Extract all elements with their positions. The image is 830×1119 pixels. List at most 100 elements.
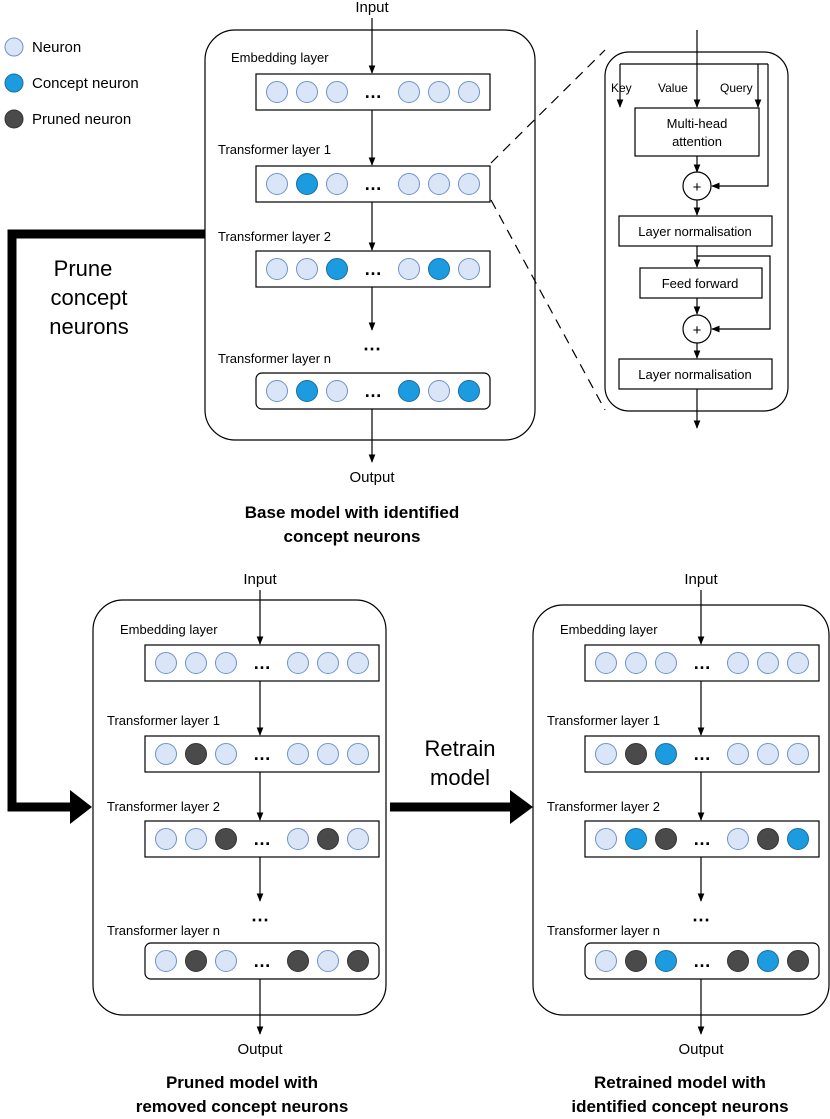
pruned-output-label: Output	[237, 1041, 283, 1058]
pruned-neuron-0-r0	[287, 652, 309, 674]
retrained-neuron-0-l2	[655, 652, 677, 674]
base-neuron-3-r1	[428, 380, 450, 402]
pruned-neuron-1-l2	[215, 743, 237, 765]
retrained-neuron-2-l0	[595, 828, 617, 850]
base-caption-line-0: Base model with identified	[245, 503, 459, 522]
base-neuron-3-l1	[296, 380, 318, 402]
base-ellipsis-2: …	[364, 259, 382, 279]
pruned-vdots: ⋯	[251, 910, 269, 930]
pruned-layer-box-3	[144, 942, 380, 980]
feed-forward-label: Feed forward	[662, 276, 739, 291]
detail-query-label: Query	[720, 81, 753, 95]
pruned-layer-label-0: Embedding layer	[120, 622, 218, 637]
retrained-neuron-0-r2	[787, 652, 809, 674]
pruned-neuron-3-r1	[317, 950, 339, 972]
add-node-2-symbol: +	[693, 322, 702, 339]
pruned-neuron-3-l1	[185, 950, 207, 972]
retrained-neuron-2-r1	[757, 828, 779, 850]
base-caption-line-1: concept neurons	[284, 527, 421, 546]
legend-concept-swatch	[4, 73, 24, 93]
pruned-neuron-2-l0	[155, 828, 177, 850]
retrained-caption-line-0: Retrained model with	[594, 1073, 766, 1092]
retrain-arrow: Retrain model	[390, 736, 533, 824]
retrained-neuron-1-l1	[625, 743, 647, 765]
base-neuron-0-l2	[326, 81, 348, 103]
legend-concept-label: Concept neuron	[32, 75, 139, 92]
zoom-lines	[490, 49, 606, 411]
pruned-neuron-2-r2	[347, 828, 369, 850]
base-neuron-1-l1	[296, 173, 318, 195]
add-node-1-symbol: +	[693, 179, 702, 196]
base-neuron-1-r0	[398, 173, 420, 195]
pruned-frame	[92, 599, 387, 1016]
pruned-caption-line-0: Pruned model with	[166, 1073, 318, 1092]
retrained-neuron-3-r1	[757, 950, 779, 972]
retrained-layer-label-0: Embedding layer	[560, 622, 658, 637]
pruned-ellipsis-2: …	[253, 829, 271, 849]
retrained-neuron-1-l2	[655, 743, 677, 765]
pruned-layer-box-1	[144, 735, 380, 773]
base-neuron-3-r0	[398, 380, 420, 402]
legend: Neuron Concept neuron Pruned neuron	[4, 37, 139, 129]
pruned-neuron-3-r2	[347, 950, 369, 972]
retrained-neuron-3-r2	[787, 950, 809, 972]
base-neuron-0-l1	[296, 81, 318, 103]
retrained-layer-box-3	[584, 942, 820, 980]
base-ellipsis-3: …	[364, 381, 382, 401]
base-input-label: Input	[355, 0, 389, 16]
retrained-layer-label-2: Transformer layer 2	[547, 799, 660, 814]
retrained-neuron-3-r0	[727, 950, 749, 972]
pruned-ellipsis-3: …	[253, 951, 271, 971]
pruned-neuron-0-l1	[185, 652, 207, 674]
legend-pruned-label: Pruned neuron	[32, 111, 131, 128]
pruned-neuron-3-r0	[287, 950, 309, 972]
pruned-neuron-2-l1	[185, 828, 207, 850]
retrained-neuron-2-r0	[727, 828, 749, 850]
retrained-neuron-3-l2	[655, 950, 677, 972]
attention-label-line1: Multi-head	[667, 116, 728, 131]
pruned-input-label: Input	[243, 571, 277, 588]
base-layer-box-1	[255, 165, 491, 203]
feed-forward-box	[639, 267, 763, 299]
transformer-detail: Key Value Query Multi-head attention + L…	[604, 30, 789, 429]
pruned-layer-label-2: Transformer layer 2	[107, 799, 220, 814]
retrained-neuron-1-r0	[727, 743, 749, 765]
base-neuron-3-l0	[266, 380, 288, 402]
base-ellipsis-1: …	[364, 174, 382, 194]
pruned-caption-line-1: removed concept neurons	[136, 1097, 349, 1116]
base-layer-label-1: Transformer layer 1	[218, 142, 331, 157]
base-neuron-1-r1	[428, 173, 450, 195]
pruned-ellipsis-1: …	[253, 744, 271, 764]
prune-label-line1: Prune	[54, 256, 113, 281]
pruned-neuron-0-r1	[317, 652, 339, 674]
pruned-neuron-1-l1	[185, 743, 207, 765]
pruned-neuron-2-r1	[317, 828, 339, 850]
retrained-neuron-0-r0	[727, 652, 749, 674]
detail-key-label: Key	[611, 81, 632, 95]
pruned-ellipsis-0: …	[253, 653, 271, 673]
base-neuron-3-l2	[326, 380, 348, 402]
base-neuron-0-l0	[266, 81, 288, 103]
pruned-neuron-1-r2	[347, 743, 369, 765]
pruned-layer-box-0	[144, 644, 380, 682]
pruned-layer-label-3: Transformer layer n	[107, 923, 220, 938]
retrained-neuron-2-l2	[655, 828, 677, 850]
retrained-input-label: Input	[684, 571, 718, 588]
retrained-layer-label-1: Transformer layer 1	[547, 713, 660, 728]
base-ellipsis-0: …	[364, 82, 382, 102]
prune-arrow: Prune concept neurons	[7, 229, 205, 824]
retrained-neuron-0-l1	[625, 652, 647, 674]
base-layer-label-3: Transformer layer n	[218, 351, 331, 366]
pruned-neuron-1-r0	[287, 743, 309, 765]
base-neuron-3-r2	[458, 380, 480, 402]
retrained-neuron-0-r1	[757, 652, 779, 674]
base-neuron-2-r0	[398, 258, 420, 280]
prune-label-line3: neurons	[49, 314, 129, 339]
retrained-neuron-0-l0	[595, 652, 617, 674]
detail-value-label: Value	[658, 81, 688, 95]
retrained-ellipsis-1: …	[693, 744, 711, 764]
pruned-neuron-3-l2	[215, 950, 237, 972]
